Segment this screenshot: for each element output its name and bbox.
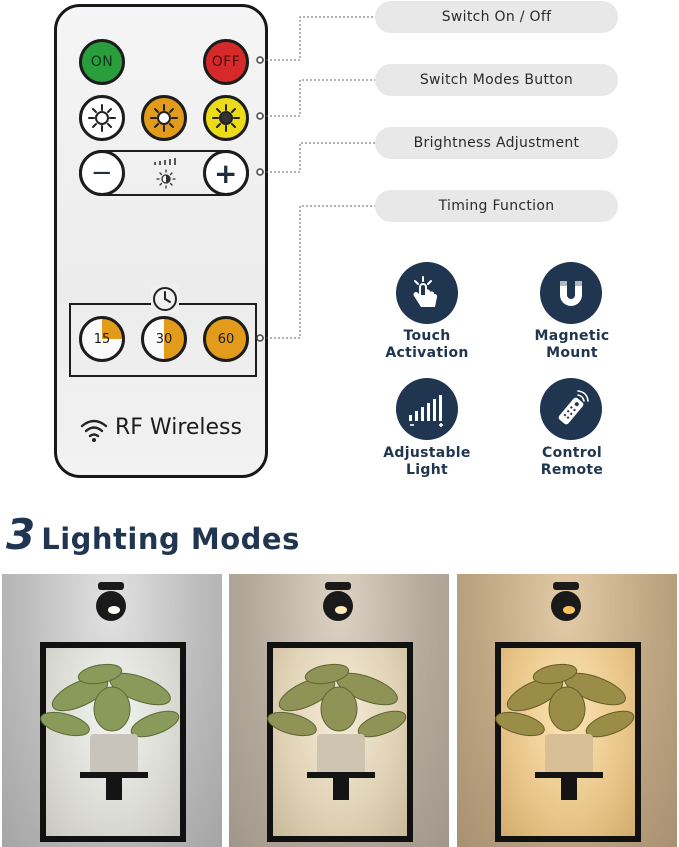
callout-switch-modes: Switch Modes Button: [375, 64, 618, 96]
sun-icon: [88, 104, 116, 132]
brightness-bars-icon: [396, 378, 458, 440]
wifi-icon: [80, 419, 108, 442]
mode-photo-neutral: [229, 574, 449, 847]
timer-60-button[interactable]: 60: [203, 316, 249, 362]
off-button[interactable]: OFF: [203, 39, 249, 85]
feature-magnetic-label: Magnetic Mount: [534, 328, 610, 361]
callout-brightness: Brightness Adjustment: [375, 127, 618, 159]
timer-30-button[interactable]: 30: [141, 316, 187, 362]
heading-text: Lighting Modes: [41, 522, 300, 556]
feature-remote-label: Control Remote: [540, 445, 604, 478]
feature-touch-label: Touch Activation: [385, 328, 469, 361]
wall-lamp-icon: [551, 582, 581, 621]
on-button[interactable]: ON: [79, 39, 125, 85]
callout-timing: Timing Function: [375, 190, 618, 222]
feature-adjustable-label: Adjustable Light: [383, 445, 471, 478]
brightness-up-button[interactable]: +: [203, 150, 249, 196]
rf-wireless-label: RF Wireless: [115, 415, 242, 440]
remote-control: ON OFF: [54, 4, 268, 478]
plant-illustration: [40, 663, 180, 800]
callout-lines: [256, 16, 375, 342]
heading-number: 3: [6, 510, 36, 559]
magnet-icon: [540, 262, 602, 324]
plant-illustration: [267, 663, 407, 800]
cool-white-mode-button[interactable]: [79, 95, 125, 141]
callout-switch-on-off: Switch On / Off: [375, 1, 618, 33]
brightness-level-icon: [154, 158, 176, 189]
sun-icon: [150, 104, 178, 132]
timer-15-button[interactable]: 15: [79, 316, 125, 362]
brightness-down-button[interactable]: −: [79, 150, 125, 196]
mode-photo-cool: [2, 574, 222, 847]
sun-icon: [212, 104, 240, 132]
remote-icon: [540, 378, 602, 440]
neutral-mode-button[interactable]: [141, 95, 187, 141]
clock-icon: [151, 285, 179, 313]
mode-photo-warm: [457, 574, 677, 847]
touch-icon: [396, 262, 458, 324]
wall-lamp-icon: [96, 582, 126, 621]
plant-illustration: [495, 663, 635, 800]
wall-lamp-icon: [323, 582, 353, 621]
warm-mode-button[interactable]: [203, 95, 249, 141]
